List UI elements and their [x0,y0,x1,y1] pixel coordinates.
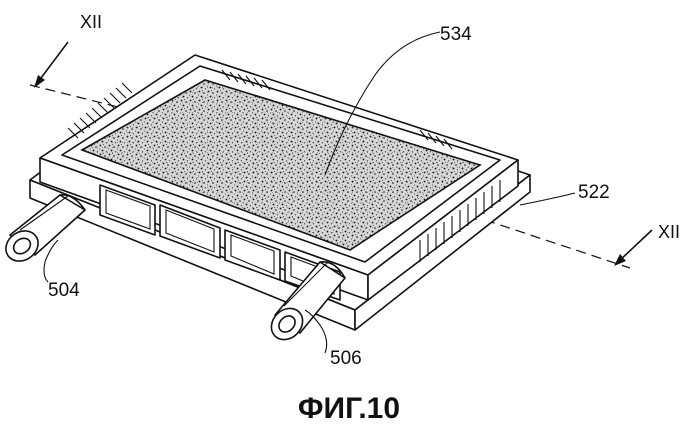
label-504: 504 [48,280,80,301]
tube-504 [0,195,85,267]
label-534: 534 [440,24,472,45]
label-506: 506 [330,348,362,369]
label-522: 522 [578,182,610,203]
section-mark-top-left: XII [80,12,102,32]
section-mark-bottom-right: XII [658,222,680,242]
figure-caption: ФИГ.10 [298,392,400,425]
